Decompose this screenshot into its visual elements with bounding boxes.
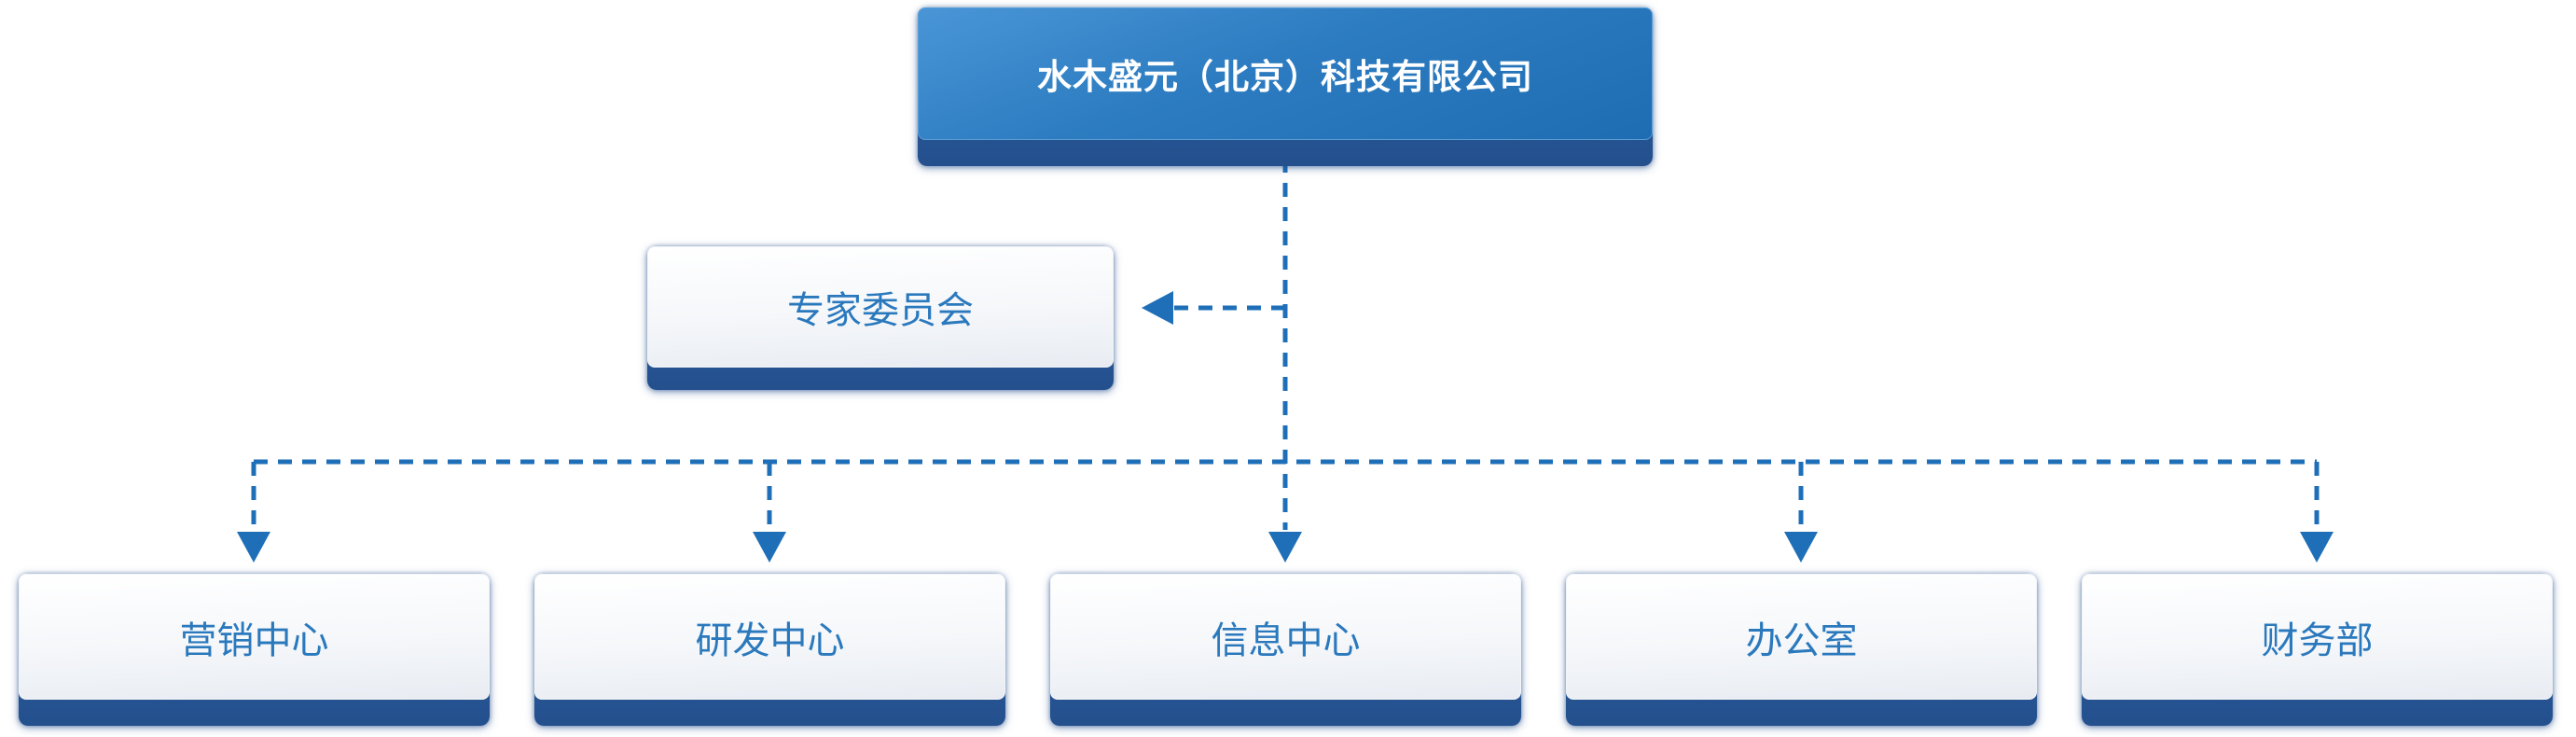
org-node-company-face: 水木盛元（北京）科技有限公司 [918, 7, 1653, 140]
arrowhead-left-committee [1142, 291, 1173, 325]
arrowhead-down-3 [1268, 532, 1302, 563]
org-node-finance-dept-face: 财务部 [2082, 574, 2553, 700]
org-node-company-label: 水木盛元（北京）科技有限公司 [1037, 58, 1533, 96]
org-node-office-face: 办公室 [1566, 574, 2037, 700]
org-node-information-center-face: 信息中心 [1050, 574, 1521, 700]
org-node-finance-dept: 财务部 [2082, 574, 2553, 726]
org-node-rnd-center-face: 研发中心 [534, 574, 1005, 700]
arrowhead-down-4 [1784, 532, 1818, 563]
org-node-office-label: 办公室 [1745, 619, 1858, 661]
arrowhead-down-2 [753, 532, 786, 563]
org-node-committee-face: 专家委员会 [647, 246, 1114, 368]
org-node-office: 办公室 [1566, 574, 2037, 726]
org-node-information-center-label: 信息中心 [1211, 619, 1361, 661]
org-node-committee-label: 专家委员会 [787, 290, 974, 331]
org-node-rnd-center: 研发中心 [534, 574, 1005, 726]
org-node-marketing-center: 营销中心 [19, 574, 490, 726]
org-node-committee: 专家委员会 [647, 246, 1114, 390]
org-node-information-center: 信息中心 [1050, 574, 1521, 726]
arrowhead-down-1 [237, 532, 270, 563]
org-node-finance-dept-label: 财务部 [2261, 619, 2374, 661]
org-node-company: 水木盛元（北京）科技有限公司 [918, 7, 1653, 166]
arrowhead-down-5 [2300, 532, 2334, 563]
org-node-marketing-center-face: 营销中心 [19, 574, 490, 700]
org-node-rnd-center-label: 研发中心 [695, 619, 845, 661]
org-node-marketing-center-label: 营销中心 [179, 619, 329, 661]
